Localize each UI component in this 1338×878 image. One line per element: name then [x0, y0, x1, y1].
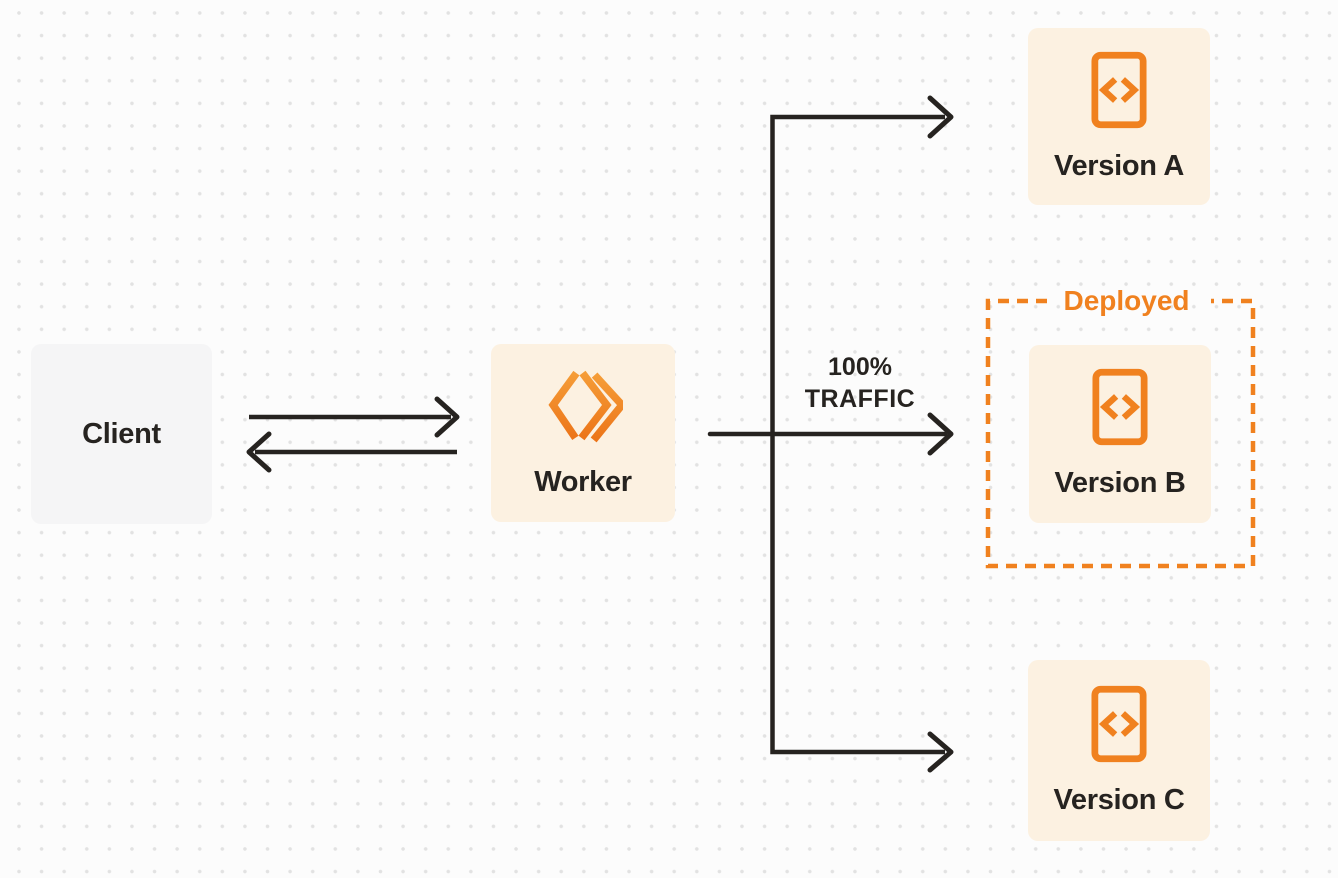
client-label: Client	[82, 418, 161, 450]
workers-double-chevron-icon	[547, 370, 623, 442]
code-file-icon	[1092, 368, 1148, 446]
version-c-node: Version C	[1028, 660, 1210, 841]
deployed-label: Deployed	[1063, 285, 1190, 316]
code-file-icon	[1091, 51, 1147, 128]
code-file-icon	[1091, 685, 1147, 762]
traffic-annotation: 100% TRAFFIC	[780, 351, 940, 415]
arrow-client-to-worker	[249, 396, 460, 438]
traffic-percent-text: 100%	[828, 353, 892, 381]
arrow-to-version-c	[927, 731, 954, 773]
version-b-node: Version B	[1029, 345, 1211, 523]
traffic-word-text: TRAFFIC	[804, 385, 916, 413]
version-a-label: Version A	[1054, 149, 1184, 182]
version-b-label: Version B	[1054, 467, 1186, 499]
worker-label: Worker	[534, 465, 632, 498]
version-a-node: Version A	[1028, 28, 1210, 205]
client-node: Client	[31, 344, 212, 524]
branch-trunk-line	[770, 114, 945, 755]
worker-node: Worker	[491, 344, 675, 522]
arrow-worker-to-client	[246, 431, 457, 473]
version-c-label: Version C	[1053, 783, 1185, 816]
arrow-to-version-a	[927, 95, 954, 139]
arrow-to-version-b	[707, 412, 954, 456]
